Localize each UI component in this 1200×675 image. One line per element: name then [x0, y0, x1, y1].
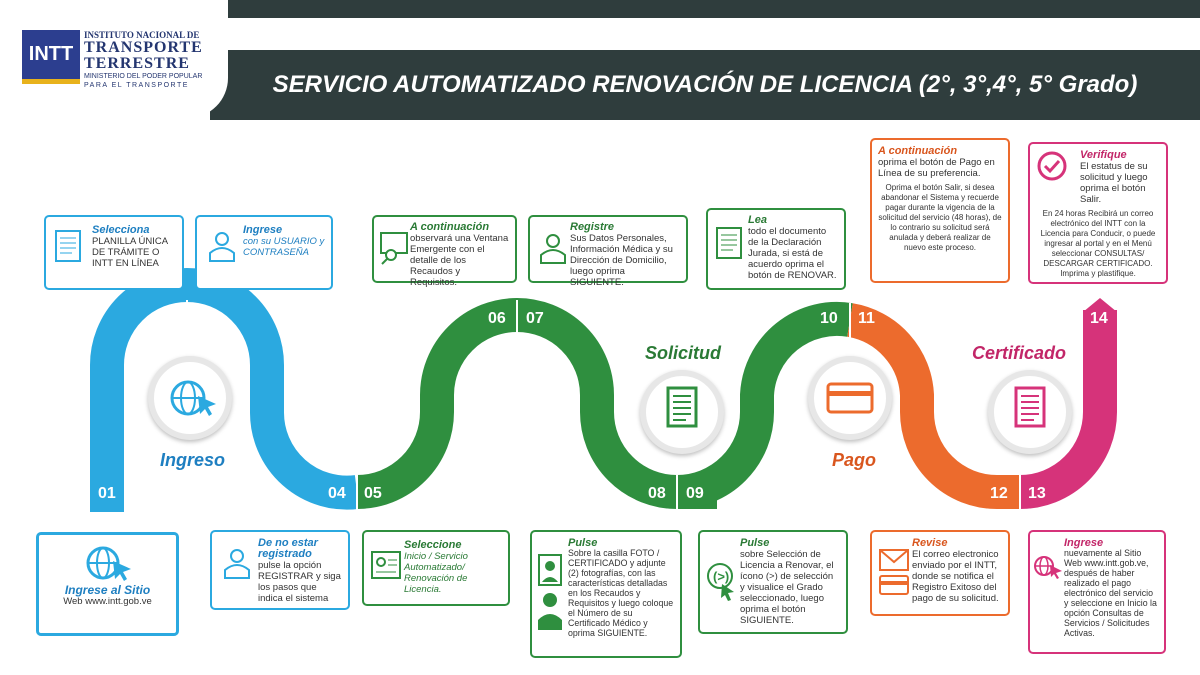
- step-number-06: 06: [488, 310, 506, 327]
- step-11-text1: oprima el botón de Pago en Línea de su p…: [878, 157, 995, 179]
- step-06-box: A continuación observará una Ventana Eme…: [372, 215, 517, 288]
- check-circle-icon: [1037, 151, 1067, 181]
- step-11-text2: Oprima el botón Salir, si desea abandona…: [878, 183, 1002, 252]
- step-11-box: A continuación oprima el botón de Pago e…: [870, 138, 1010, 283]
- user-icon: [540, 234, 566, 264]
- stage-pago: Pago: [832, 450, 877, 470]
- step-14-text1: El estatus de su solicitud y luego oprim…: [1080, 161, 1148, 205]
- step-03-heading: Ingrese: [243, 224, 283, 236]
- step-number-03: 03: [196, 310, 214, 327]
- step-number-05: 05: [364, 485, 382, 502]
- step-13-box: Ingrese nuevamente al Sitio Web www.intt…: [1028, 530, 1166, 654]
- step-12-text: El correo electronico enviado por el INT…: [912, 549, 999, 604]
- stage-ingreso: Ingreso: [160, 450, 226, 470]
- road-orange: [846, 303, 1020, 509]
- step-06-heading: A continuación: [410, 221, 490, 233]
- window-search-icon: [380, 232, 408, 265]
- logo-line1: INSTITUTO NACIONAL DE: [84, 30, 200, 40]
- step-12-box: Revise El correo electronico enviado por…: [870, 530, 1010, 616]
- logo-badge: INTT: [22, 30, 80, 84]
- credit-card-icon: [826, 382, 874, 414]
- step-05-box: Seleccione Inicio / Servicio Automatizad…: [362, 530, 510, 606]
- step-11-heading: A continuación: [878, 145, 958, 157]
- svg-text:(>): (>): [713, 569, 729, 584]
- step-number-07: 07: [526, 310, 544, 327]
- stage-solicitud: Solicitud: [645, 343, 721, 363]
- step-10-text: todo el documento de la Declaración Jura…: [748, 226, 837, 281]
- step-04-box: De no estar registrado pulse la opción R…: [210, 530, 350, 610]
- step-04-heading: De no estar registrado: [258, 537, 318, 560]
- step-06-text: observará una Ventana Emergente con el d…: [410, 233, 509, 288]
- globe-cursor-icon: [170, 380, 216, 416]
- step-12-heading: Revise: [912, 537, 948, 549]
- user-icon: [209, 232, 235, 262]
- mail-card-icon: [879, 549, 909, 595]
- step-10-box: Lea todo el documento de la Declaración …: [706, 208, 846, 290]
- globe-cursor-icon: [1034, 556, 1062, 579]
- page-title: SERVICIO AUTOMATIZADO RENOVACIÓN DE LICE…: [272, 71, 1138, 98]
- step-03-box: Ingrese con su USUARIO y CONTRASEÑA: [195, 215, 333, 290]
- solicitud-circle: [640, 370, 724, 454]
- certificado-circle: [988, 370, 1072, 454]
- certificate-icon: [1014, 386, 1046, 428]
- step-number-14: 14: [1090, 310, 1108, 327]
- select-arrow-icon: (>): [707, 563, 734, 601]
- step-13-heading: Ingrese: [1064, 537, 1104, 549]
- step-01-heading: Ingrese al Sitio: [64, 583, 151, 597]
- step-number-13: 13: [1028, 485, 1046, 502]
- step-number-04: 04: [328, 485, 346, 502]
- step-05-heading: Seleccione: [404, 539, 462, 551]
- step-number-02: 02: [160, 310, 178, 327]
- user-icon: [224, 549, 250, 579]
- step-05-text: Inicio / Servicio Automatizado/ Renovaci…: [404, 551, 468, 595]
- step-02-box: Selecciona PLANILLA ÚNICA DE TRÁMITE O I…: [44, 215, 184, 290]
- document-icon: [55, 230, 81, 262]
- pago-circle: [808, 356, 892, 440]
- step-09-heading: Pulse: [740, 537, 770, 549]
- document-icon: [716, 227, 742, 259]
- step-04-text: pulse la opción REGISTRAR y siga los pas…: [258, 560, 341, 604]
- step-13-text: nuevamente al Sitio Web www.intt.gob.ve,…: [1064, 548, 1157, 638]
- photo-user-icon: [538, 554, 562, 630]
- step-14-heading: Verifique: [1080, 149, 1127, 161]
- step-01-text: Web www.intt.gob.ve: [63, 596, 152, 607]
- step-14-box: Verifique El estatus de su solicitud y l…: [1028, 142, 1168, 284]
- road-green2: [676, 301, 853, 509]
- step-09-text: sobre Selección de Licencia a Renovar, e…: [740, 549, 834, 626]
- document-icon: [666, 386, 698, 428]
- road-green: [356, 298, 717, 509]
- step-02-heading: Selecciona: [92, 224, 150, 236]
- step-14-text2: En 24 horas Recibirá un correo electróni…: [1040, 209, 1156, 278]
- stage-certificado: Certificado: [972, 343, 1067, 363]
- step-number-11: 11: [858, 310, 875, 327]
- step-08-text: Sobre la casilla FOTO / CERTIFICADO y ad…: [568, 548, 674, 638]
- step-07-text: Sus Datos Personales, Información Médica…: [570, 233, 673, 288]
- step-number-12: 12: [990, 485, 1008, 502]
- ingreso-circle: [148, 356, 232, 440]
- step-08-box: Pulse Sobre la casilla FOTO / CERTIFICAD…: [530, 530, 682, 658]
- id-card-icon: [371, 551, 401, 579]
- step-02-text: PLANILLA ÚNICA DE TRÁMITE O INTT EN LÍNE…: [92, 236, 168, 269]
- step-number-01: 01: [98, 485, 116, 502]
- step-03-text: con su USUARIO y CONTRASEÑA: [243, 236, 325, 258]
- step-09-box: (>) Pulse sobre Selección de Licencia a …: [698, 530, 848, 634]
- step-number-10: 10: [820, 310, 838, 327]
- globe-cursor-icon: [86, 546, 131, 581]
- step-07-heading: Registre: [570, 221, 615, 233]
- step-08-heading: Pulse: [568, 537, 598, 549]
- step-10-heading: Lea: [748, 214, 767, 226]
- road-pink: [1019, 310, 1117, 509]
- step-01-box: Ingrese al Sitio Web www.intt.gob.ve: [36, 532, 179, 636]
- title-bar: [210, 50, 1200, 120]
- step-07-box: Registre Sus Datos Personales, Informaci…: [528, 215, 688, 288]
- road-blue: [90, 268, 360, 512]
- step-number-09: 09: [686, 485, 704, 502]
- step-number-08: 08: [648, 485, 666, 502]
